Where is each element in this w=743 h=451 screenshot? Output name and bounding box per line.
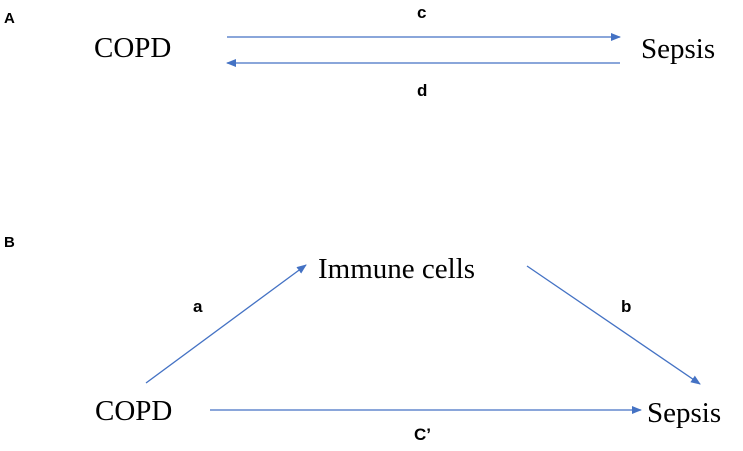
edge-label-a: a (193, 297, 203, 316)
arrow-copd-to-immune-cells-a (145, 264, 307, 384)
panel-b-label: B (4, 234, 15, 251)
edge-label-c-prime: C’ (414, 425, 431, 444)
node-sepsis-b: Sepsis (647, 397, 722, 429)
node-copd-a: COPD (94, 32, 172, 64)
node-immune-cells: Immune cells (318, 253, 476, 285)
node-copd-b: COPD (95, 395, 173, 427)
panel-a-label: A (4, 10, 15, 27)
edge-label-d: d (417, 81, 428, 100)
arrow-immune-cells-to-sepsis-b (526, 265, 701, 385)
edge-label-c: c (417, 3, 427, 22)
edge-label-b: b (621, 297, 632, 316)
node-sepsis-a: Sepsis (641, 33, 716, 65)
